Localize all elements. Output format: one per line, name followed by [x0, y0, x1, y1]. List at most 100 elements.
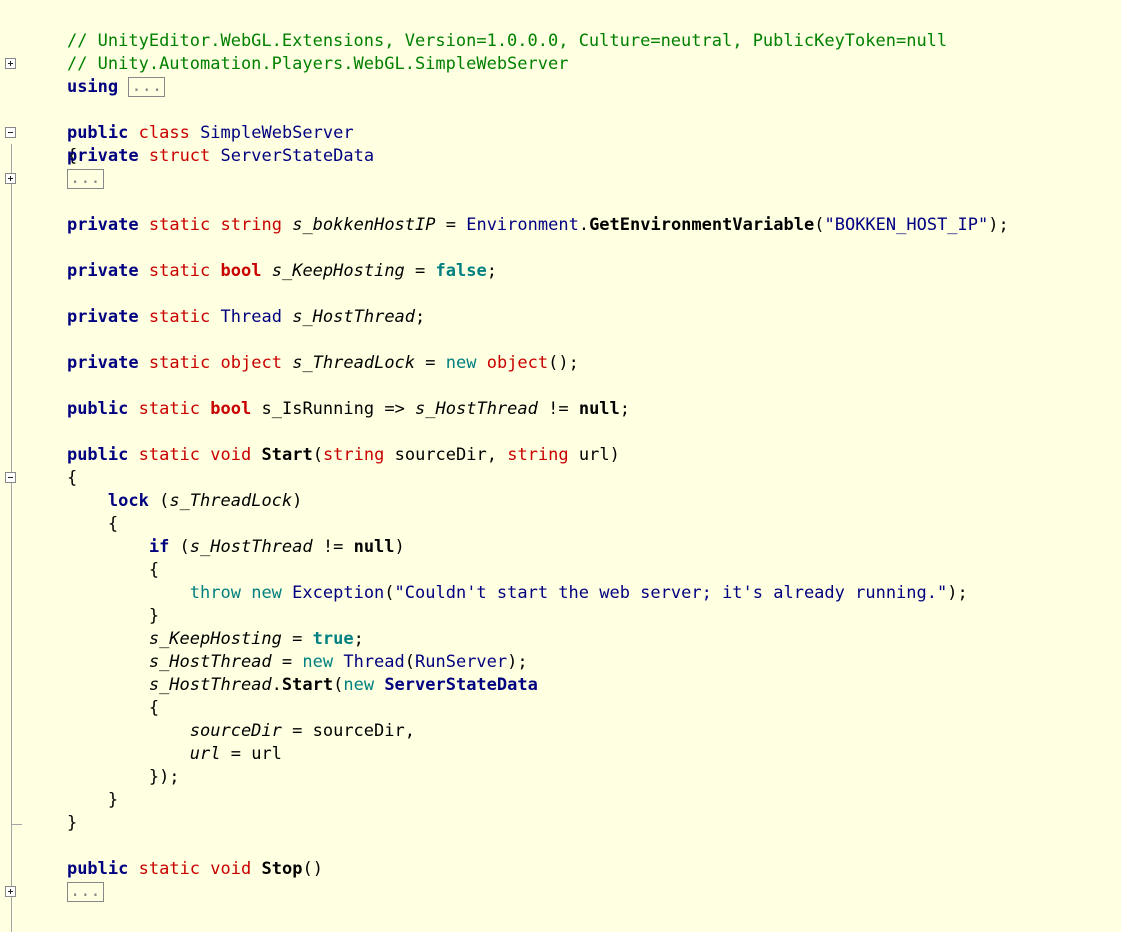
code-line-1[interactable]: // UnityEditor.WebGL.Extensions, Version… [26, 7, 947, 51]
paren-close: ) [609, 445, 620, 465]
code-line-lock[interactable]: lock (s_ThreadLock) [26, 490, 303, 513]
operator-assign: = [220, 744, 252, 764]
type-environment: Environment [466, 215, 579, 235]
brace-open: { [148, 698, 160, 718]
type-void: void [210, 445, 252, 465]
modifier-private: private [66, 261, 139, 281]
collapsed-region-using[interactable]: ... [128, 77, 166, 97]
comma: , [486, 445, 508, 465]
expand-struct-icon[interactable] [5, 173, 16, 184]
operator-assign: = [404, 261, 436, 281]
method-name-stop: Stop [261, 859, 303, 879]
code-line-keep-hosting[interactable]: private static bool s_KeepHosting = fals… [26, 260, 497, 283]
code-line-thread-lock[interactable]: private static object s_ThreadLock = new… [26, 352, 579, 375]
collapse-class-icon[interactable] [5, 127, 16, 138]
paren-close: ); [947, 583, 968, 603]
paren-close: ); [988, 215, 1009, 235]
code-line-host-thread[interactable]: private static Thread s_HostThread; [26, 306, 425, 329]
code-line-lock-open[interactable]: { [26, 513, 118, 536]
type-object: object [220, 353, 282, 373]
method-call: Start [281, 675, 334, 695]
code-line-struct[interactable]: private struct ServerStateData [26, 145, 374, 168]
code-line-start-call[interactable]: s_HostThread.Start(new ServerStateData [26, 674, 538, 697]
method-name-start: Start [261, 445, 313, 465]
field-ref: s_HostThread [148, 652, 272, 672]
param-type: string [322, 445, 385, 465]
keyword-new: new [251, 583, 282, 603]
expand-stop-method-icon[interactable] [5, 886, 16, 897]
paren-close: ); [507, 652, 528, 672]
modifier-public: public [66, 859, 129, 879]
operator-assign: = [271, 652, 303, 672]
code-line-init-close[interactable]: }); [26, 766, 180, 789]
literal-false: false [435, 261, 487, 281]
code-line-is-running[interactable]: public static bool s_IsRunning => s_Host… [26, 398, 630, 421]
paren-open: ( [404, 652, 416, 672]
code-line-struct-body[interactable]: ... [26, 168, 104, 191]
keyword-new: new [302, 652, 334, 672]
literal-null: null [578, 399, 620, 419]
literal-null: null [353, 537, 395, 557]
keyword-struct: struct [148, 146, 211, 166]
code-line-stop-signature[interactable]: public static void Stop() [26, 858, 323, 881]
collapse-start-method-icon[interactable] [5, 472, 16, 483]
code-line-class[interactable]: public class SimpleWebServer [26, 99, 354, 143]
type-thread: Thread [343, 652, 405, 672]
paren-close: ) [394, 537, 405, 557]
field-ref: s_HostThread [189, 537, 313, 557]
code-line-init-url[interactable]: url = url [26, 743, 282, 766]
code-line-class-open[interactable]: { [26, 122, 77, 166]
modifier-static: static [138, 445, 201, 465]
field-ref: s_HostThread [415, 399, 538, 419]
expand-using-icon[interactable] [5, 58, 16, 69]
code-line-assign-keep[interactable]: s_KeepHosting = true; [26, 628, 364, 651]
code-line-if-open[interactable]: { [26, 559, 159, 582]
modifier-public: public [66, 399, 129, 419]
modifier-private: private [66, 146, 139, 166]
keyword-throw: throw [189, 583, 241, 603]
string-literal: "BOKKEN_HOST_IP" [824, 215, 989, 235]
modifier-private: private [66, 215, 139, 235]
code-line-using[interactable]: using ... [26, 53, 166, 97]
comma: , [404, 721, 415, 741]
code-line-init-src[interactable]: sourceDir = sourceDir, [26, 720, 415, 743]
literal-true: true [312, 629, 354, 649]
param-ref: url [251, 744, 282, 764]
modifier-static: static [148, 307, 211, 327]
operator-arrow: => [374, 399, 416, 419]
code-line-if-close[interactable]: } [26, 605, 159, 628]
code-line-host-ip[interactable]: private static string s_bokkenHostIP = E… [26, 214, 1009, 237]
operator-not-equal: != [312, 537, 354, 557]
type-string: string [220, 215, 282, 235]
keyword-class: class [138, 123, 190, 143]
field-name: s_bokkenHostIP [292, 215, 436, 235]
collapsed-region-stop[interactable]: ... [66, 882, 104, 902]
operator-assign: = [281, 721, 313, 741]
code-line-start-open[interactable]: { [26, 467, 77, 490]
collapsed-region-struct[interactable]: ... [66, 169, 104, 189]
code-line-init-open[interactable]: { [26, 697, 159, 720]
semicolon: ; [353, 629, 364, 649]
code-line-2[interactable]: // Unity.Automation.Players.WebGL.Simple… [26, 30, 569, 74]
operator-not-equal: != [537, 399, 579, 419]
code-line-start-signature[interactable]: public static void Start(string sourceDi… [26, 444, 620, 467]
code-line-stop-body[interactable]: ... [26, 881, 104, 904]
member-name: url [189, 744, 221, 764]
paren-open: ( [333, 675, 344, 695]
code-line-throw[interactable]: throw new Exception("Couldn't start the … [26, 582, 968, 605]
modifier-private: private [66, 353, 139, 373]
keyword-if: if [148, 537, 170, 557]
comment-type: // Unity.Automation.Players.WebGL.Simple… [66, 54, 569, 74]
code-line-start-close[interactable]: } [26, 812, 77, 835]
type-object: object [486, 353, 549, 373]
code-line-if[interactable]: if (s_HostThread != null) [26, 536, 405, 559]
paren-open: ( [312, 445, 323, 465]
property-name: s_IsRunning [261, 399, 375, 419]
code-line-lock-close[interactable]: } [26, 789, 118, 812]
code-line-assign-thread[interactable]: s_HostThread = new Thread(RunServer); [26, 651, 528, 674]
type-thread: Thread [220, 307, 282, 327]
brace-close: }); [148, 767, 180, 787]
paren-open: ( [148, 491, 170, 511]
type-void: void [210, 859, 252, 879]
